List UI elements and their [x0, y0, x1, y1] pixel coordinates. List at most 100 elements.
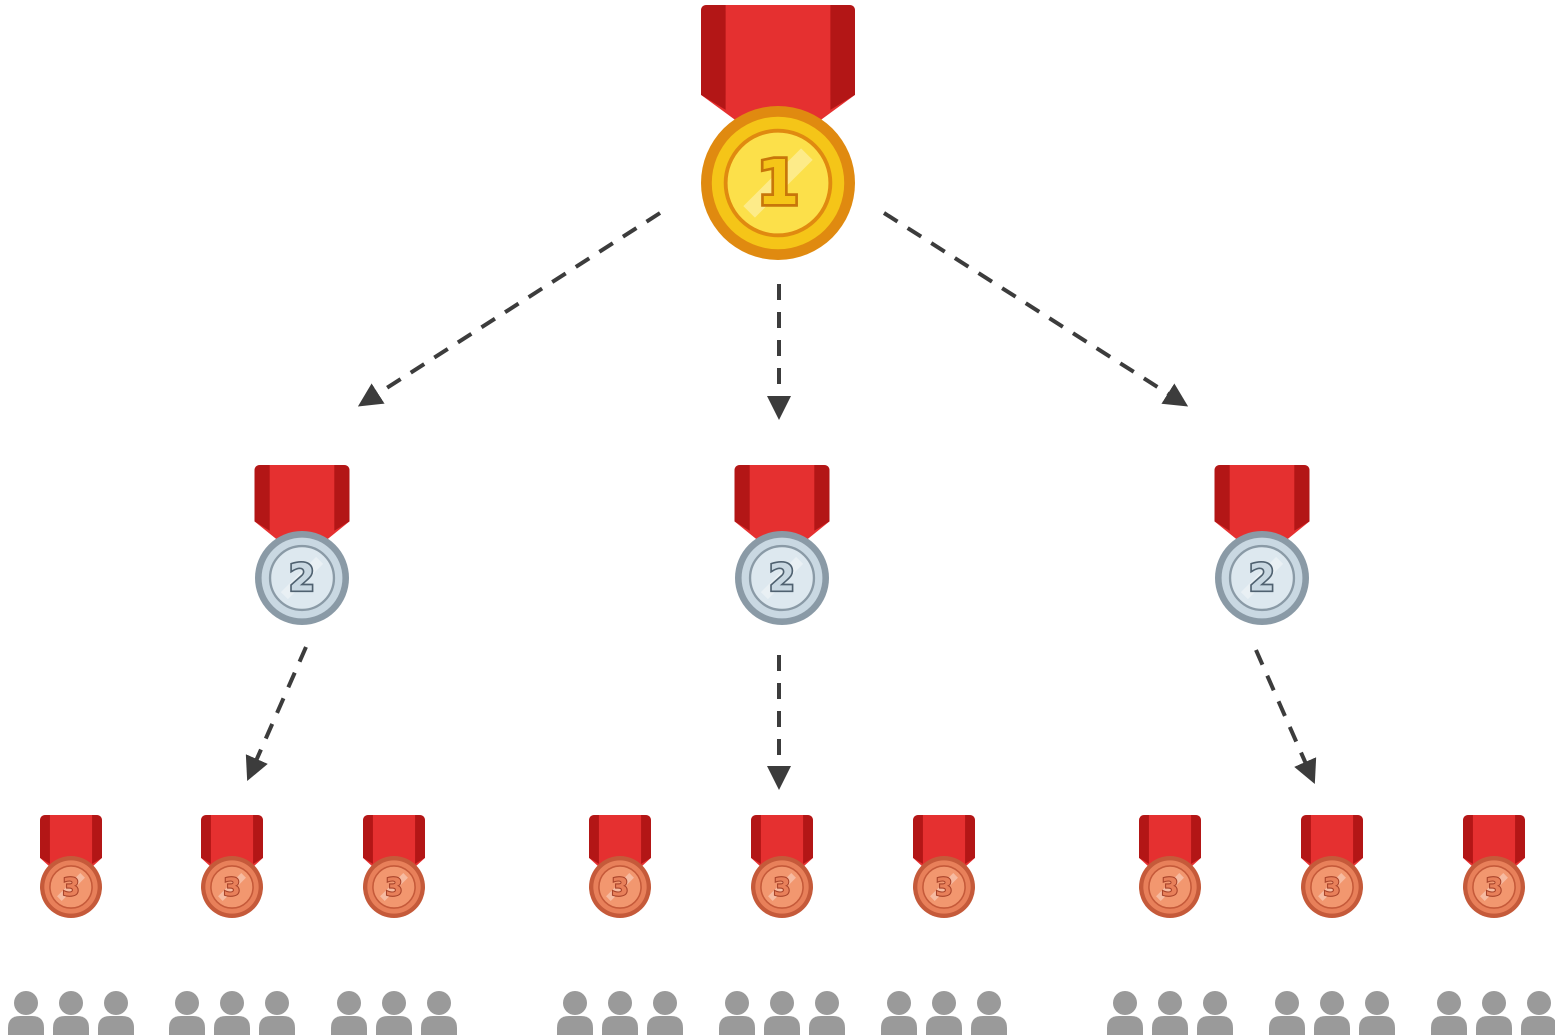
medal-shine — [218, 873, 246, 901]
ribbon-shade — [1214, 465, 1230, 531]
ribbon — [701, 5, 855, 131]
bronze-medal-icon: 3 — [751, 815, 813, 918]
people-group — [881, 991, 1007, 1035]
medal-inner — [210, 865, 254, 909]
silver-medal-icon: 2 — [734, 465, 830, 625]
ribbon-shade — [201, 815, 211, 864]
ribbon-shade — [1463, 815, 1473, 864]
person-icon — [259, 991, 295, 1035]
bronze-medal-icon: 3 — [201, 815, 263, 918]
ribbon-shade — [254, 465, 270, 531]
medal-inner — [268, 544, 336, 612]
medal-inner — [1472, 865, 1516, 909]
bronze-medal-icon: 3 — [363, 815, 425, 918]
medal-rank-number: 3 — [62, 872, 79, 901]
person-icon — [331, 991, 367, 1035]
ribbon-shade — [751, 815, 761, 864]
person-icon — [421, 991, 457, 1035]
person-icon — [926, 991, 962, 1035]
medal-inner — [49, 865, 93, 909]
ribbon-shade — [92, 815, 102, 864]
ribbon — [734, 465, 830, 546]
medal-inner — [1228, 544, 1296, 612]
person-icon — [53, 991, 89, 1035]
ribbon-shade — [363, 815, 373, 864]
medal-shine — [768, 873, 796, 901]
person-icon — [1314, 991, 1350, 1035]
medal-shine — [606, 873, 634, 901]
medal-inner — [723, 128, 833, 238]
medal-rank-number: 2 — [289, 556, 315, 600]
person-icon — [1197, 991, 1233, 1035]
people-group — [1431, 991, 1555, 1035]
person-icon — [1269, 991, 1305, 1035]
medal-shine — [1480, 873, 1508, 901]
person-icon — [809, 991, 845, 1035]
people-group — [557, 991, 683, 1035]
medal-inner — [1148, 865, 1192, 909]
medal-rank-number: 3 — [1323, 872, 1340, 901]
medal-inner — [760, 865, 804, 909]
dashed-arrow — [245, 646, 308, 781]
silver-medal-icon: 2 — [254, 465, 350, 625]
person-icon — [719, 991, 755, 1035]
bronze-medal-icon: 3 — [1301, 815, 1363, 918]
medal-shine — [57, 873, 85, 901]
medal-shine — [280, 556, 324, 600]
ribbon-shade — [253, 815, 263, 864]
gold-medal-icon: 1 — [701, 5, 855, 260]
silver-medal-icon: 2 — [1214, 465, 1310, 625]
ribbon-shade — [1139, 815, 1149, 864]
medal-rank-number: 3 — [223, 872, 240, 901]
medal-inner — [598, 865, 642, 909]
medal-shine — [760, 556, 804, 600]
ribbon-shade — [40, 815, 50, 864]
person-icon — [1431, 991, 1467, 1035]
medal-rank-number: 1 — [757, 147, 800, 219]
people-group — [331, 991, 457, 1035]
ribbon-shade — [641, 815, 651, 864]
person-icon — [8, 991, 44, 1035]
medal-inner — [1310, 865, 1354, 909]
medal-shine — [930, 873, 958, 901]
medal-rank-number: 3 — [611, 872, 628, 901]
ribbon-shade — [803, 815, 813, 864]
ribbon-shade — [913, 815, 923, 864]
medal-rank-number: 3 — [935, 872, 952, 901]
ribbon-shade — [830, 5, 855, 110]
person-icon — [557, 991, 593, 1035]
medal-rank-number: 3 — [1161, 872, 1178, 901]
ribbon — [254, 465, 350, 546]
medal-rank-number: 2 — [1249, 556, 1275, 600]
person-icon — [214, 991, 250, 1035]
medal-rank-number: 2 — [769, 556, 795, 600]
medal-shine — [1318, 873, 1346, 901]
person-icon — [1359, 991, 1395, 1035]
medal-inner — [372, 865, 416, 909]
people-group — [169, 991, 295, 1035]
bronze-medal-icon: 3 — [1463, 815, 1525, 918]
person-icon — [1521, 991, 1555, 1035]
ribbon-shade — [814, 465, 830, 531]
ribbon-shade — [1301, 815, 1311, 864]
medal-rank-number: 3 — [385, 872, 402, 901]
person-icon — [647, 991, 683, 1035]
medal-shine — [1156, 873, 1184, 901]
bronze-medal-icon: 3 — [40, 815, 102, 918]
ribbon-shade — [734, 465, 750, 531]
people-group — [8, 991, 134, 1035]
medal-rank-number: 3 — [773, 872, 790, 901]
people-group — [1269, 991, 1395, 1035]
medal-inner — [922, 865, 966, 909]
bronze-medal-icon: 3 — [913, 815, 975, 918]
person-icon — [1476, 991, 1512, 1035]
medal-shine — [380, 873, 408, 901]
ribbon-shade — [1294, 465, 1310, 531]
person-icon — [971, 991, 1007, 1035]
person-icon — [1152, 991, 1188, 1035]
ribbon-shade — [965, 815, 975, 864]
person-icon — [764, 991, 800, 1035]
people-group — [1107, 991, 1233, 1035]
dashed-arrow — [882, 211, 1189, 407]
